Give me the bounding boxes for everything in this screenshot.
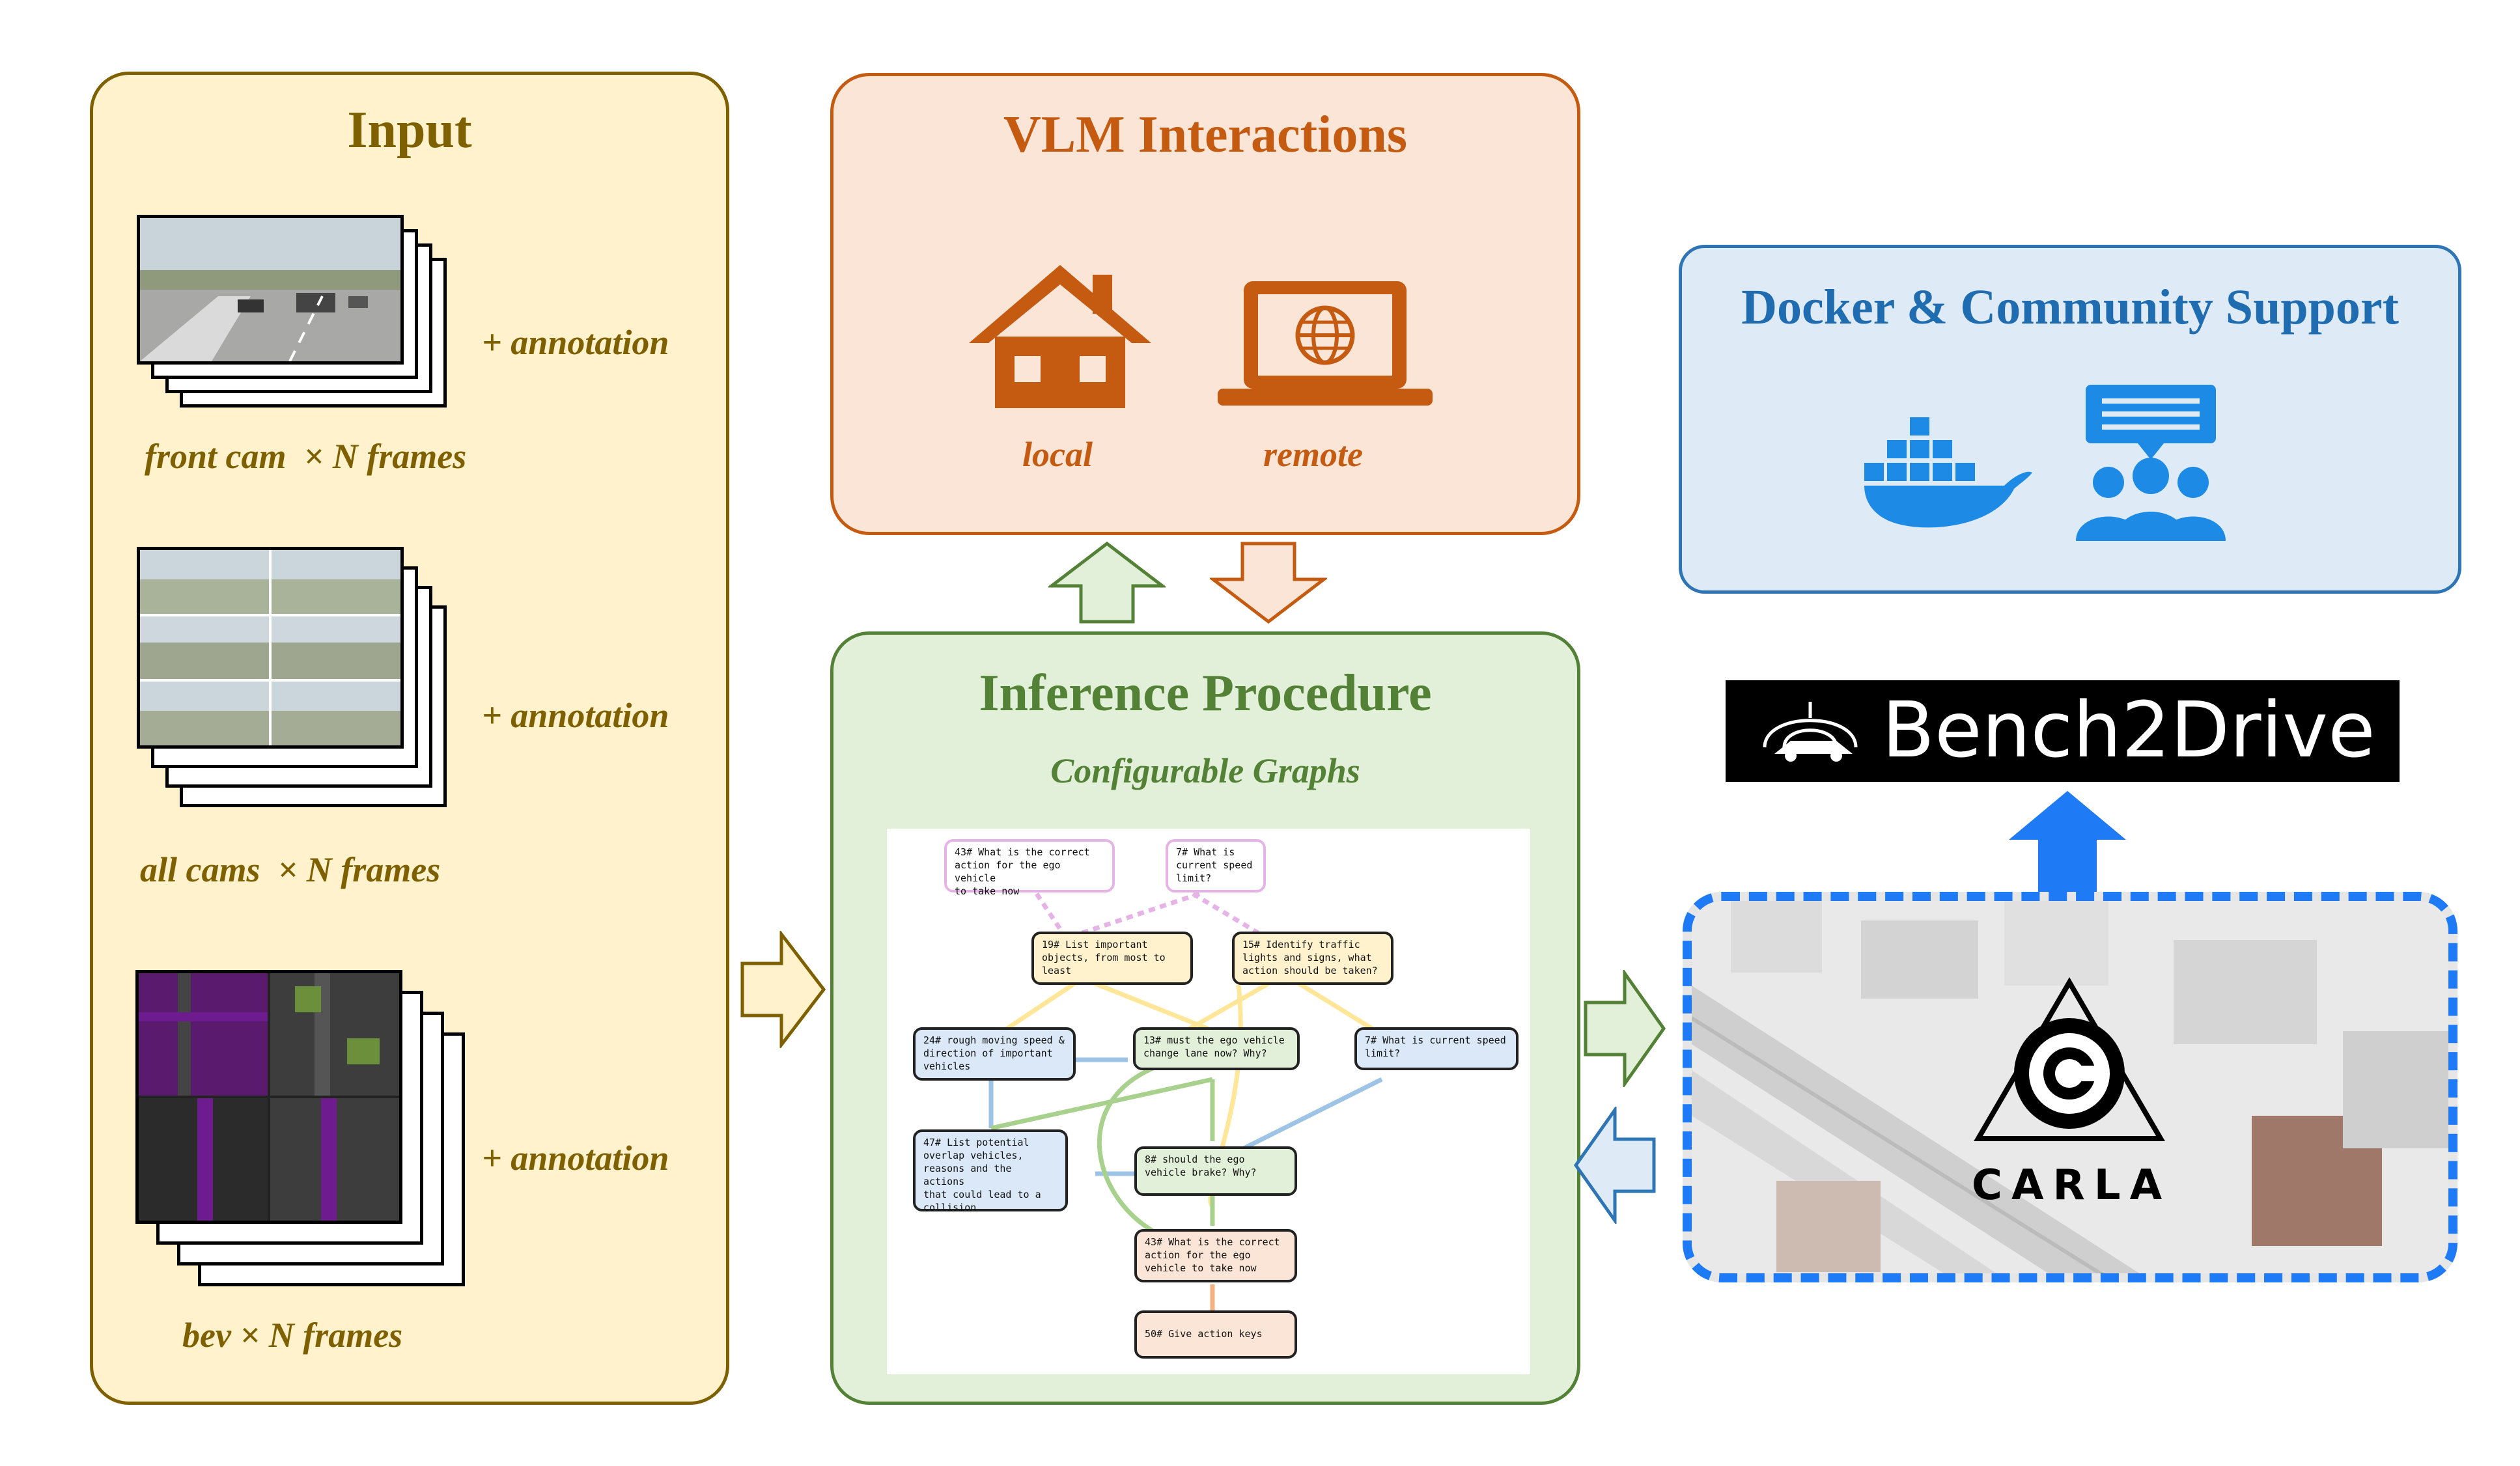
up-arrow-icon (2009, 791, 2126, 895)
bev-frame-stack (135, 970, 474, 1295)
bench2drive-logo: Bench2Drive (1726, 680, 2400, 782)
bev-annotation: + annotation (482, 1139, 669, 1178)
front-cam-image (137, 215, 404, 365)
all-cams-image (137, 547, 404, 749)
bench2drive-label: Bench2Drive (1882, 685, 2375, 775)
docker-whale-icon (1864, 417, 2032, 528)
bev-caption: bev × N frames (182, 1316, 403, 1355)
up-arrow-icon (1048, 541, 1166, 624)
house-icon (969, 265, 1151, 408)
all-cams-annotation: + annotation (482, 696, 669, 735)
graph-edges (988, 891, 1383, 1310)
front-cam-annotation: + annotation (482, 323, 669, 362)
docker-title: Docker & Community Support (1741, 280, 2399, 335)
graph-node: 24# rough moving speed &direction of imp… (913, 1027, 1076, 1081)
carla-logo-icon (1974, 977, 2165, 1141)
input-title: Input (347, 102, 472, 159)
inference-title: Inference Procedure (979, 665, 1432, 722)
all-cams-caption: all cams × N frames (140, 850, 441, 889)
all-cams-frame-stack (137, 547, 475, 833)
vlm-title: VLM Interactions (1003, 106, 1407, 163)
front-cam-caption: front cam × N frames (145, 437, 467, 476)
down-arrow-icon (1210, 542, 1327, 624)
car-dome-icon (1763, 702, 1858, 762)
inference-subtitle: Configurable Graphs (1050, 751, 1360, 790)
graph-node: 50# Give action keys (1134, 1310, 1297, 1359)
vlm-interactions-panel: VLM Interactions local remote (830, 73, 1580, 535)
community-chat-icon (2076, 385, 2226, 541)
right-arrow-icon (1584, 970, 1666, 1087)
carla-label: CARLA (1972, 1161, 2172, 1210)
laptop-globe-icon (1218, 281, 1433, 406)
right-arrow-icon (740, 931, 826, 1048)
remote-label: remote (1263, 435, 1363, 474)
local-label: local (1022, 435, 1093, 474)
front-cam-frame-stack (137, 215, 475, 430)
left-arrow-icon (1573, 1107, 1656, 1224)
carla-simulator-panel: CARLA (1683, 892, 2457, 1282)
docker-community-panel: Docker & Community Support (1679, 245, 2461, 594)
inference-procedure-panel: Inference Procedure Configurable Graphs (830, 631, 1580, 1405)
bev-image (135, 970, 402, 1224)
